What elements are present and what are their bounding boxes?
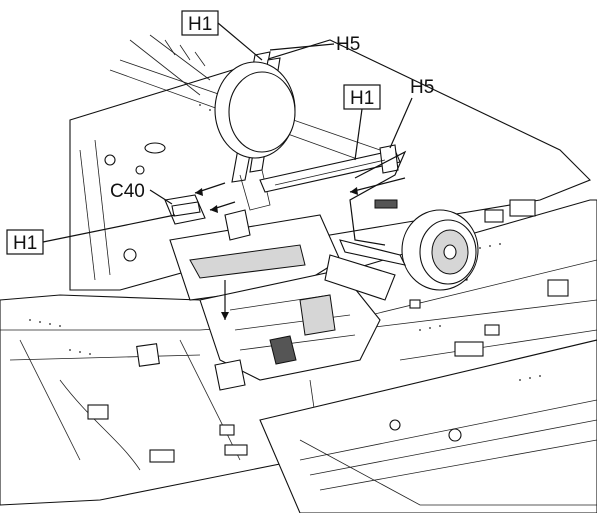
callout-h5-right: H5 [389,77,434,149]
bracket-outline [349,150,407,246]
direction-arrows [194,177,406,320]
svg-text:C40: C40 [110,181,145,202]
svg-text:H5: H5 [410,77,434,98]
callout-h5-top: H5 [269,34,360,55]
callout-h1-left: H1 [6,214,176,255]
svg-text:H1: H1 [13,233,37,254]
svg-text:H1: H1 [350,88,374,109]
callout-h1-right: H1 [343,84,381,161]
svg-text:H5: H5 [336,34,360,55]
gear-bay [169,209,381,391]
landing-gear-strut [214,51,296,211]
callout-h1-top: H1 [181,10,263,61]
callout-c40: C40 [110,181,173,205]
bracket-c40 [164,194,206,225]
svg-text:H1: H1 [188,14,212,35]
lower-wing [259,339,597,513]
wheel-assembly [324,209,479,301]
